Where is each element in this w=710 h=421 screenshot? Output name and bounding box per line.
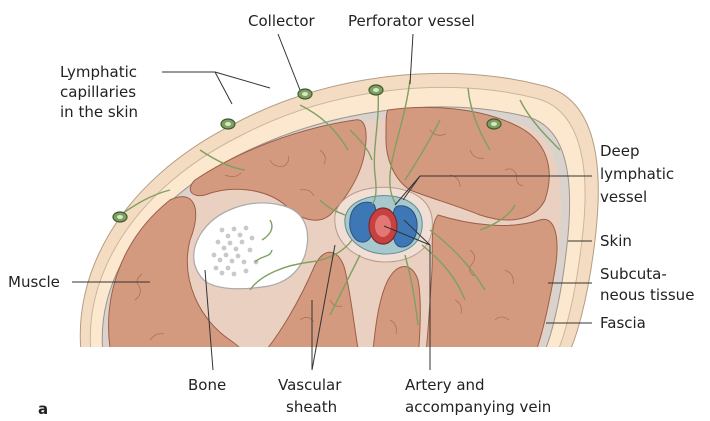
label-deep-lymphatic-line2: lymphatic: [600, 165, 674, 183]
label-collector: Collector: [248, 12, 316, 30]
muscle-right: [425, 215, 557, 360]
label-lymphatic-capillaries-line1: Lymphatic: [60, 63, 137, 81]
label-artery-vein-line2: accompanying vein: [405, 398, 551, 416]
label-fascia: Fascia: [600, 314, 646, 332]
label-muscle: Muscle: [8, 273, 60, 291]
label-subcutaneous-line2: neous tissue: [600, 286, 694, 304]
label-deep-lymphatic-line1: Deep: [600, 142, 640, 160]
label-bone: Bone: [188, 376, 226, 394]
label-deep-lymphatic-line3: vessel: [600, 188, 647, 206]
label-lymphatic-capillaries-line3: in the skin: [60, 103, 138, 121]
label-vascular-sheath-line1: Vascular: [278, 376, 342, 394]
label-artery-vein: Artery and accompanying vein: [405, 376, 551, 416]
artery-lumen: [375, 215, 391, 237]
label-subcutaneous-tissue: Subcuta- neous tissue: [600, 265, 694, 304]
label-lymphatic-capillaries-line2: capillaries: [60, 83, 136, 101]
panel-letter: a: [38, 400, 48, 418]
label-deep-lymphatic-vessel: Deep lymphatic vessel: [600, 142, 679, 206]
label-artery-vein-line1: Artery and: [405, 376, 485, 394]
label-lymphatic-capillaries: Lymphatic capillaries in the skin: [60, 63, 142, 121]
label-subcutaneous-line1: Subcuta-: [600, 265, 667, 283]
label-perforator-vessel: Perforator vessel: [348, 12, 475, 30]
label-vascular-sheath: Vascular sheath: [278, 376, 346, 416]
label-skin: Skin: [600, 232, 632, 250]
label-vascular-sheath-line2: sheath: [286, 398, 337, 416]
limb-cross-section: [80, 73, 598, 360]
